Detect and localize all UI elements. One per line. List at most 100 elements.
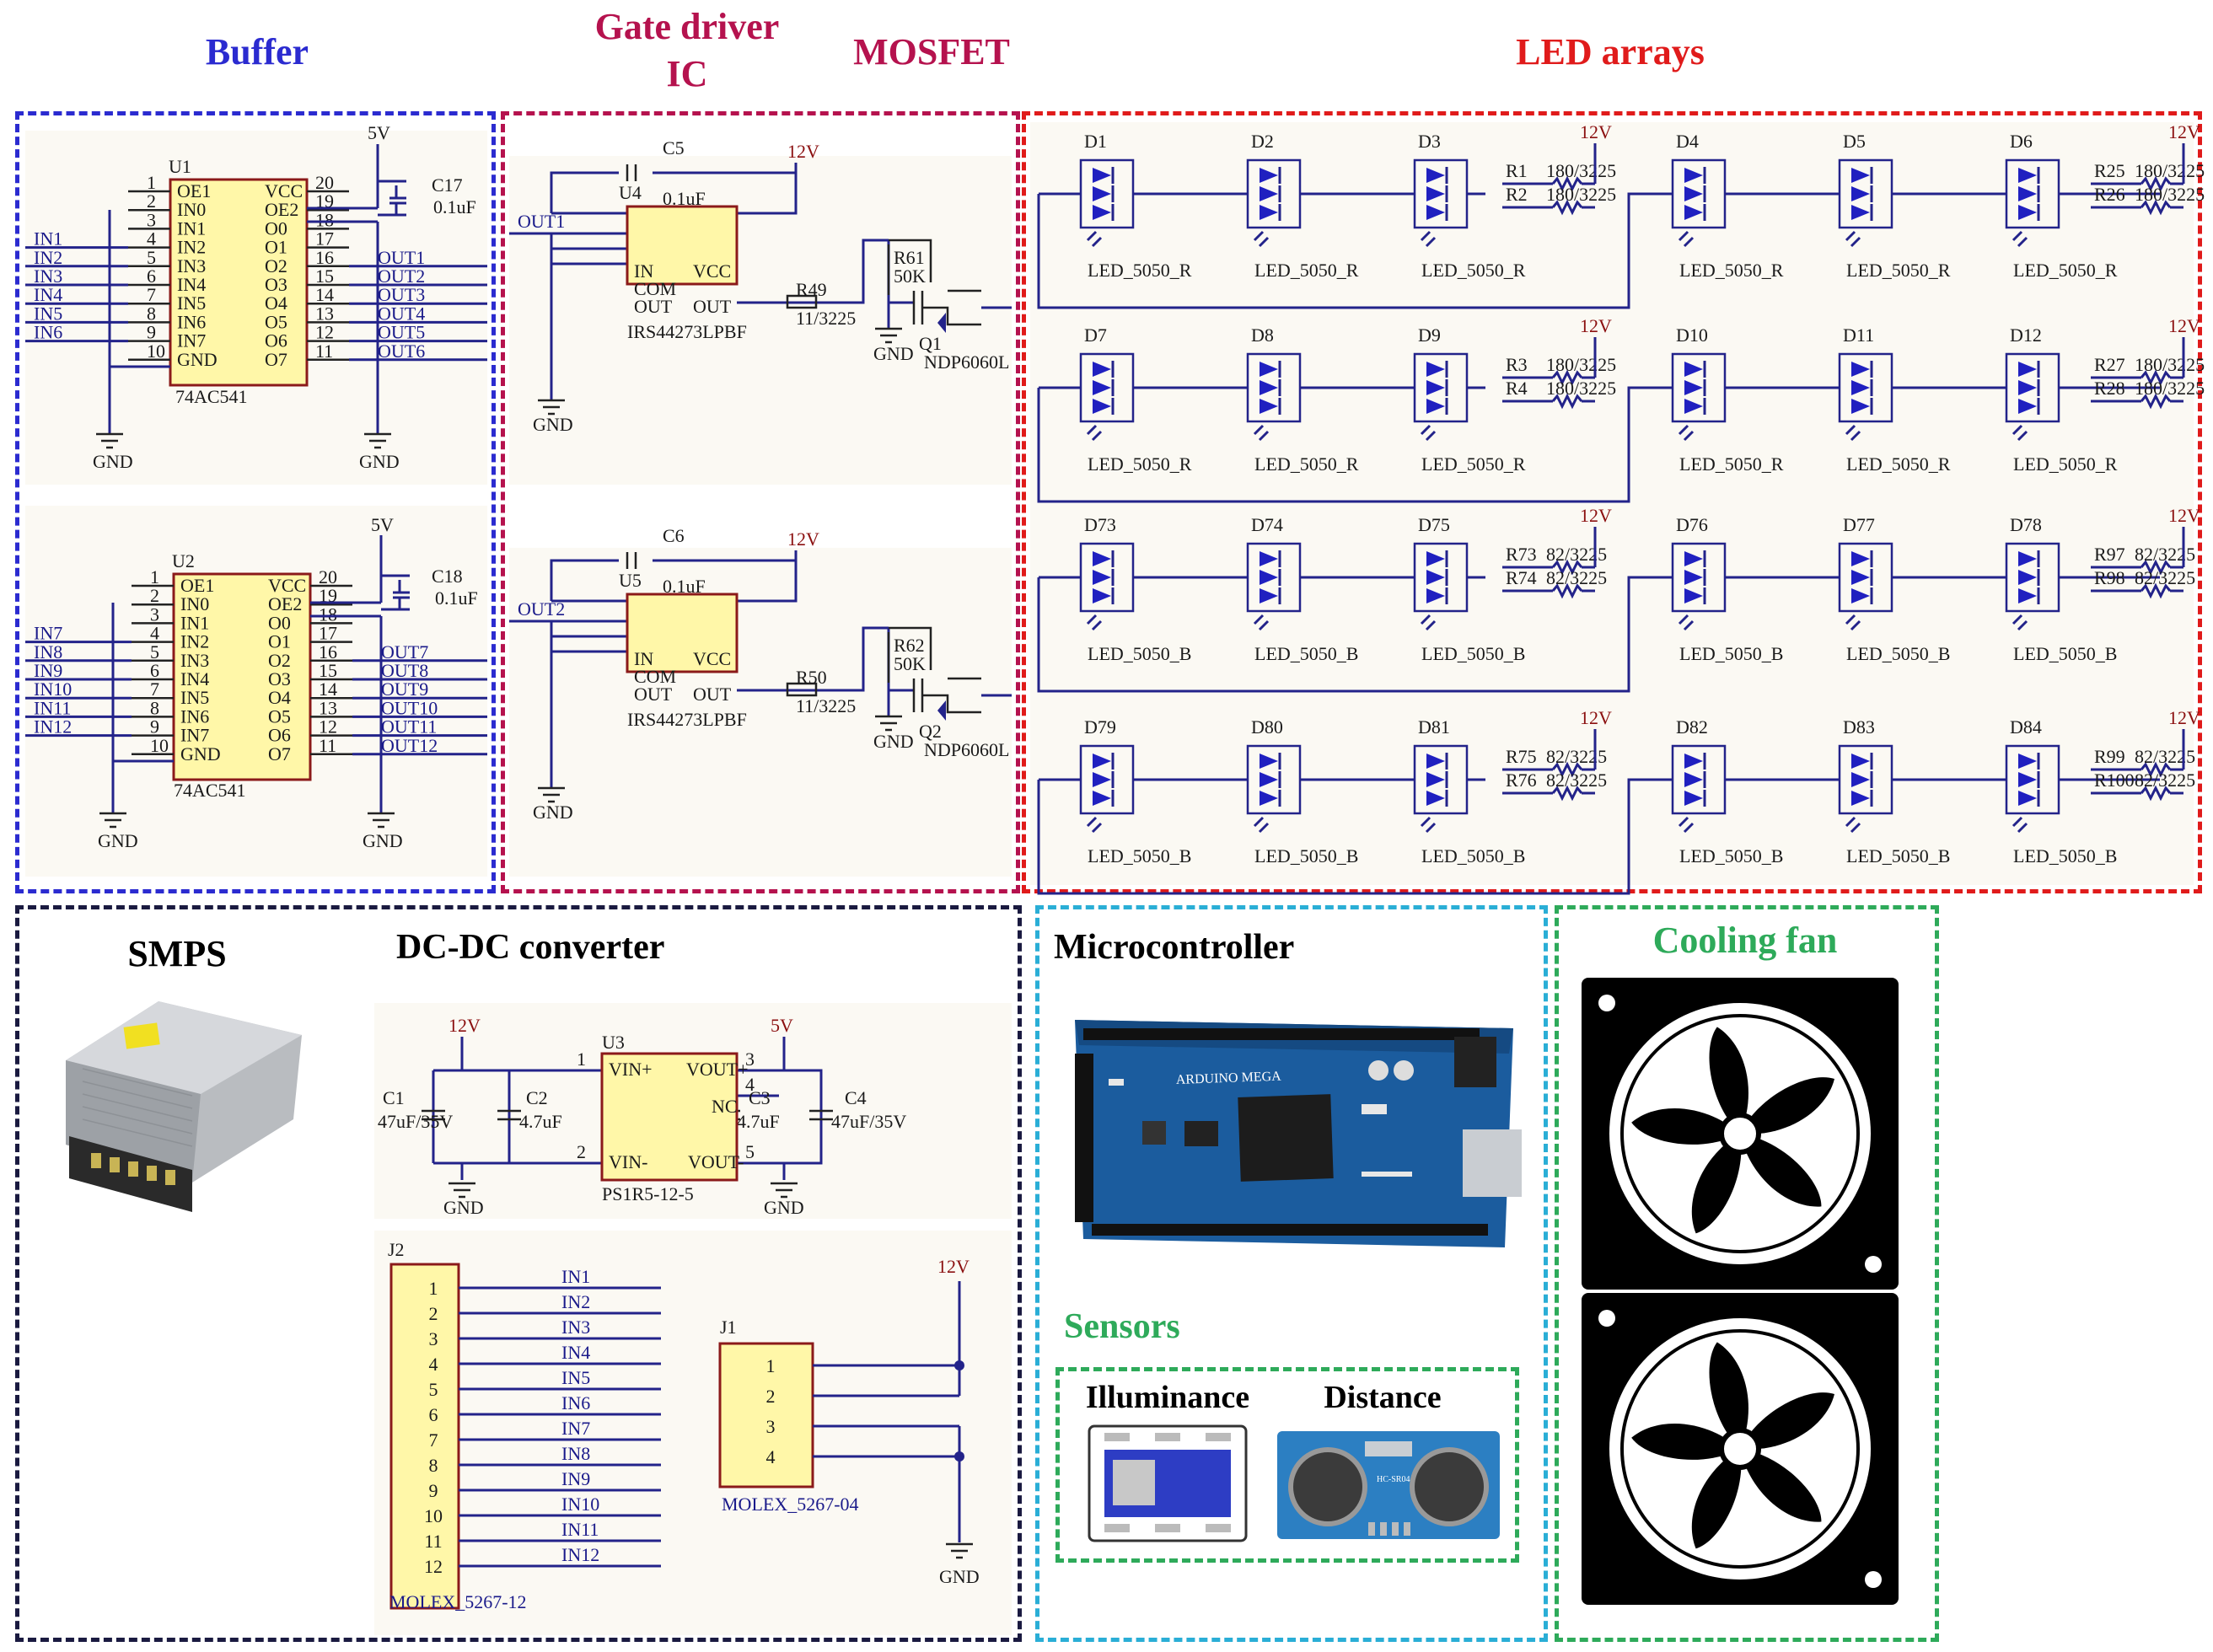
- mosfet-part: NDP6060L: [924, 351, 1009, 373]
- illuminance-label: Illuminance: [1085, 1380, 1250, 1415]
- pin-number: 3: [147, 209, 156, 230]
- led-triangle: [1093, 186, 1111, 201]
- led-panel: [1022, 111, 2202, 893]
- wire: [550, 559, 798, 603]
- c3-ref: C3: [749, 1087, 771, 1108]
- led-ref: D10: [1676, 324, 1708, 346]
- net-label: IN10: [561, 1494, 599, 1515]
- resistor-symbol: [1551, 761, 1583, 778]
- pin-number: 18: [315, 209, 334, 230]
- pin-number: 4: [745, 1074, 755, 1095]
- led-triangle: [1684, 754, 1703, 769]
- light-arrows: [1678, 230, 1695, 248]
- pin-number: 3: [745, 1049, 755, 1070]
- vcc-label: 12V: [2168, 121, 2200, 142]
- led-triangle: [1684, 168, 1703, 183]
- led-ref: D84: [2010, 716, 2042, 738]
- rg-ref: R62: [894, 635, 925, 656]
- pin-name: OE2: [268, 593, 302, 614]
- wire: [551, 635, 627, 653]
- net-label: IN12: [561, 1544, 599, 1565]
- led-triangle: [1093, 754, 1111, 769]
- led-triangle: [1260, 186, 1278, 201]
- resistor-value: 180/3225: [2135, 160, 2205, 181]
- pin-number: 1: [577, 1049, 586, 1070]
- mosfet-diode: [937, 313, 946, 333]
- cooling-fans: [1582, 978, 1899, 1605]
- pin-number: 13: [315, 303, 334, 324]
- output-label: OUT11: [381, 716, 437, 738]
- light-arrows: [1253, 424, 1270, 442]
- pin-number: 4: [766, 1446, 776, 1467]
- led-part: LED_5050_R: [2013, 260, 2118, 281]
- pin-number: 17: [315, 228, 334, 249]
- pin-number: 14: [315, 284, 334, 305]
- u1-vcc: 5V: [368, 122, 390, 143]
- resistor: [786, 682, 818, 697]
- pin-name: O7: [265, 349, 287, 370]
- led-triangle: [1426, 168, 1445, 183]
- fan-blade: [1740, 1449, 1822, 1522]
- light-arrows: [1845, 614, 1861, 631]
- led-part: LED_5050_B: [1088, 643, 1191, 664]
- led-triangle: [1851, 168, 1870, 183]
- wire: [551, 247, 627, 266]
- illuminance-sensor: [1088, 1424, 1248, 1542]
- resistor-symbol: [2140, 785, 2172, 802]
- led-triangle: [1684, 570, 1703, 585]
- led-part: LED_5050_B: [1679, 845, 1783, 866]
- led-triangle: [1684, 186, 1703, 201]
- u1-gnd-right: GND: [359, 451, 400, 472]
- resistor-value: 82/3225: [1546, 746, 1607, 767]
- pin-name: GND: [180, 743, 221, 764]
- light-arrows: [1086, 614, 1103, 631]
- u1-chip: [169, 178, 309, 387]
- resistor-value: 180/3225: [1546, 160, 1616, 181]
- output-label: OUT6: [378, 341, 425, 362]
- led-part: LED_5050_R: [1254, 453, 1359, 475]
- u2-gnd-right: GND: [363, 830, 403, 851]
- vcc-label: 12V: [1580, 505, 1612, 526]
- pin-name: O0: [268, 612, 291, 633]
- fan-blade: [1740, 1392, 1834, 1450]
- resistor-ref: R49: [796, 279, 827, 300]
- pin-number: 5: [147, 247, 156, 268]
- pin-number: 15: [315, 266, 334, 287]
- pin-number: 7: [429, 1429, 438, 1451]
- led-ref: D12: [2010, 324, 2042, 346]
- mosfet-title: MOSFET: [853, 31, 1010, 72]
- led-triangle: [2018, 399, 2037, 414]
- j2-part: MOLEX_5267-12: [389, 1591, 527, 1612]
- ultrasonic-sensor: HC-SR04: [1277, 1431, 1500, 1539]
- pin-name: IN1: [180, 612, 209, 633]
- wire: [1037, 576, 1654, 693]
- micro-title: Microcontroller: [1054, 928, 1295, 967]
- resistor-value: 180/3225: [1546, 354, 1616, 375]
- pin-name: O5: [265, 311, 287, 332]
- driver-schematic: OUT1GNDC50.1uF12VU4INCOMOUTVCCOUTIRS4427…: [509, 137, 1012, 877]
- dcdc-module: [600, 1052, 739, 1182]
- cooling-title: Cooling fan: [1652, 920, 1838, 961]
- led-ref: D77: [1843, 514, 1875, 535]
- fan-ring: [1620, 1329, 1860, 1569]
- pin-com: COM: [634, 666, 676, 687]
- pin-number: 16: [315, 247, 334, 268]
- input-label: IN11: [34, 697, 71, 718]
- pin-number: 11: [424, 1531, 442, 1552]
- resistor-ref: R97: [2094, 544, 2125, 565]
- pin-name: IN7: [177, 330, 206, 351]
- pin-out-left: OUT: [634, 296, 673, 317]
- pin-number: 4: [150, 623, 159, 644]
- cooling-panel: [1555, 905, 1939, 1642]
- pin-number: 20: [319, 566, 337, 587]
- connector-schematic: J21IN12IN23IN34IN45IN56IN67IN78IN89IN910…: [374, 1231, 1012, 1635]
- dcdc-title: DC-DC converter: [396, 928, 665, 967]
